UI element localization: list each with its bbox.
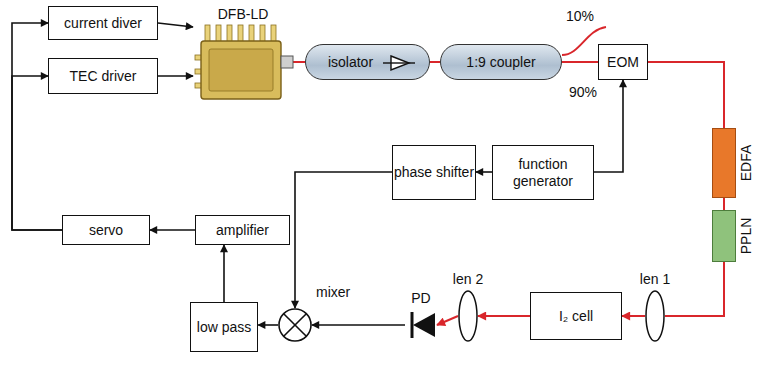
signal-wire — [223, 245, 225, 302]
node-label: amplifier — [216, 222, 269, 238]
signal-wire — [594, 80, 623, 172]
optical-path — [430, 61, 440, 63]
phase-shifter-box: phase shifter — [392, 145, 476, 200]
node-label: EDFA — [738, 145, 754, 182]
optical-path — [478, 315, 530, 317]
node-label: current diver — [64, 15, 142, 31]
node-label: 1:9 coupler — [466, 54, 535, 70]
signal-wire — [12, 23, 62, 230]
signal-wire — [158, 75, 193, 77]
filter-box: low pass — [190, 302, 258, 352]
amplifier-box: amplifier — [195, 215, 290, 245]
gas-cell: I₂ cell — [530, 292, 622, 340]
shape-outline — [458, 290, 478, 342]
optical-path — [723, 198, 725, 210]
isolator: isolator — [305, 44, 430, 80]
node-label: PD — [411, 290, 430, 306]
driver-box: current diver — [48, 6, 158, 40]
crystal: PPLN — [712, 210, 736, 262]
optical-path — [665, 262, 724, 316]
node-label: len 1 — [640, 271, 670, 287]
node-label: I₂ cell — [559, 308, 593, 324]
signal-wire — [258, 324, 278, 326]
node-label: mixer — [316, 284, 350, 300]
driver-box: TEC driver — [48, 58, 158, 94]
node-label: len 2 — [453, 271, 483, 287]
ratio-label: 90% — [569, 84, 597, 100]
shape-outline — [278, 308, 312, 342]
node-label: servo — [89, 222, 123, 238]
signal-wire — [150, 229, 195, 231]
shape-outline — [405, 309, 437, 341]
node-label: low pass — [197, 319, 251, 335]
signal-wire — [12, 76, 62, 230]
ratio-label: 10% — [566, 8, 594, 24]
coupler: 1:9 coupler — [440, 44, 562, 80]
lens: len 2 — [458, 290, 478, 342]
photodiode: PD — [405, 309, 437, 341]
generator-box: function generator — [492, 145, 594, 200]
node-label: PPLN — [738, 218, 754, 255]
mixer-symbol: mixer — [278, 308, 312, 342]
signal-wire — [312, 324, 405, 326]
shape-outline — [193, 25, 293, 105]
servo-box: servo — [62, 215, 150, 245]
optical-path — [622, 315, 645, 317]
optical-path — [293, 61, 305, 63]
optical-path — [648, 62, 724, 128]
laser-diode: DFB-LD — [193, 25, 293, 105]
modulator-box: EOM — [598, 44, 648, 80]
signal-wire — [295, 172, 392, 308]
lens: len 1 — [645, 290, 665, 342]
shape-outline — [645, 290, 665, 342]
node-label: TEC driver — [70, 68, 137, 84]
node-label: phase shifter — [394, 164, 474, 180]
signal-wire — [158, 23, 193, 27]
node-label: function generator — [493, 156, 593, 188]
node-label: EOM — [607, 54, 639, 70]
node-label: DFB-LD — [218, 6, 269, 22]
node-label: isolator — [328, 54, 373, 70]
optical-path — [562, 61, 598, 63]
amplifier-fiber: EDFA — [712, 128, 736, 198]
optical-path — [437, 316, 458, 325]
signal-wire — [476, 171, 492, 173]
